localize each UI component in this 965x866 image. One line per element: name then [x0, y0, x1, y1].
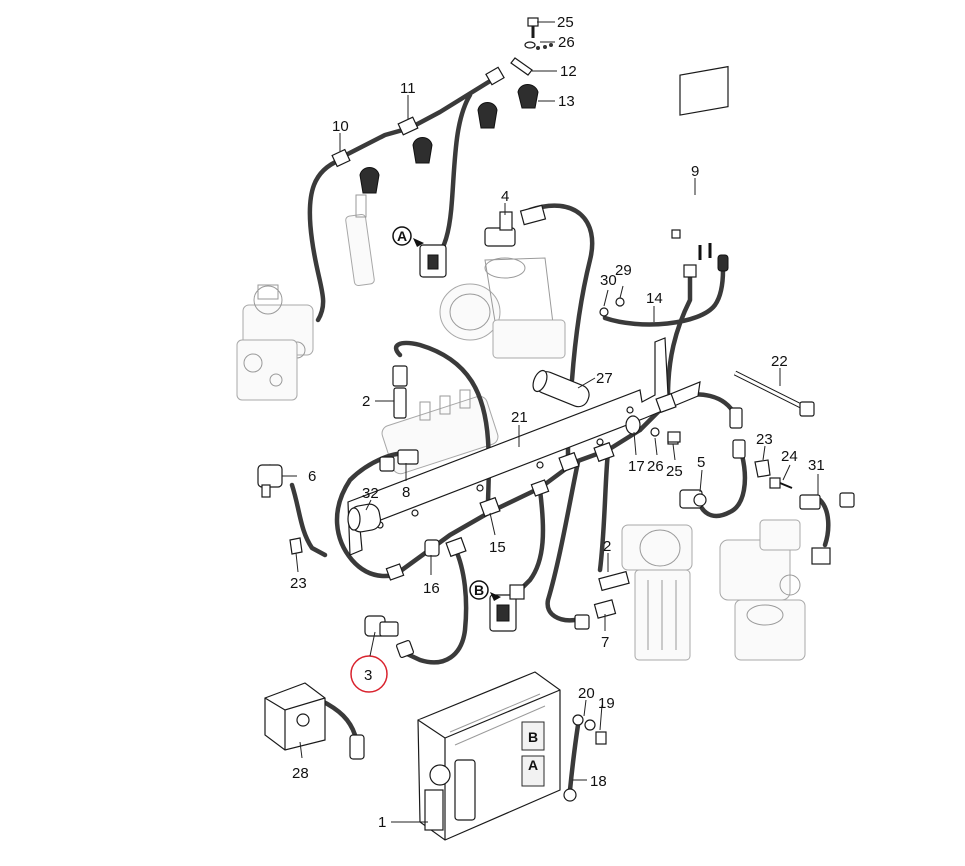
fuel-pump-ghost — [236, 284, 314, 401]
injector-ghost — [345, 194, 375, 287]
callout-11: 11 — [400, 80, 416, 97]
callout-22: 22 — [771, 353, 788, 370]
callout-18: 18 — [590, 773, 607, 790]
callout-6: 6 — [308, 468, 316, 485]
callout-25-right: 25 — [666, 463, 683, 480]
fuel-filter-ghost — [621, 524, 693, 661]
callout-9: 9 — [691, 163, 699, 180]
callout-12: 12 — [560, 63, 577, 80]
harness-bracket-21 — [347, 337, 701, 556]
callout-31: 31 — [808, 457, 825, 474]
callout-7: 7 — [601, 634, 609, 651]
connector-mark-b: B — [469, 580, 501, 601]
callout-27: 27 — [596, 370, 613, 387]
connectors — [257, 17, 855, 802]
connector-mark-a: A — [392, 226, 424, 247]
engine-background — [236, 194, 806, 661]
ecu-port-b: B — [528, 729, 538, 745]
callout-10: 10 — [332, 118, 349, 135]
callout-labels: 25 26 12 13 11 10 4 9 29 30 14 22 27 2 2… — [290, 14, 825, 831]
callout-5: 5 — [697, 454, 705, 471]
callout-29: 29 — [615, 262, 632, 279]
callout-21: 21 — [511, 409, 528, 426]
callout-3: 3 — [364, 667, 372, 684]
ecu-module-1: B A — [410, 671, 561, 841]
callout-16: 16 — [423, 580, 440, 597]
callout-14: 14 — [646, 290, 663, 307]
callout-24: 24 — [781, 448, 798, 465]
callout-15: 15 — [489, 539, 506, 556]
callout-26-right: 26 — [647, 458, 664, 475]
water-separator-ghost — [719, 519, 806, 661]
callout-26: 26 — [558, 34, 575, 51]
sleeve-27 — [532, 369, 590, 408]
leader-lines — [282, 21, 819, 823]
callout-13: 13 — [558, 93, 575, 110]
highlight-ring — [350, 655, 388, 693]
callout-30: 30 — [600, 272, 617, 289]
svg-text:A: A — [397, 228, 407, 244]
callout-1: 1 — [378, 814, 386, 831]
callout-23-left: 23 — [290, 575, 307, 592]
callout-28: 28 — [292, 765, 309, 782]
pressure-sensor-3 — [364, 615, 415, 659]
callout-8: 8 — [402, 484, 410, 501]
callout-32: 32 — [362, 485, 379, 502]
callout-17: 17 — [628, 458, 645, 475]
callout-4: 4 — [501, 188, 509, 205]
svg-text:B: B — [474, 582, 484, 598]
callout-19: 19 — [598, 695, 615, 712]
cover-28 — [264, 682, 365, 760]
callout-20: 20 — [578, 685, 595, 702]
bolt-22 — [733, 370, 815, 417]
intake-elbow-ghost — [439, 257, 566, 359]
callout-2-lower: 2 — [603, 538, 611, 555]
ecu-port-a: A — [528, 757, 538, 773]
sleeve-32 — [347, 503, 382, 533]
callout-23-right: 23 — [756, 431, 773, 448]
callout-2-top: 2 — [362, 393, 370, 410]
callout-25: 25 — [557, 14, 574, 31]
